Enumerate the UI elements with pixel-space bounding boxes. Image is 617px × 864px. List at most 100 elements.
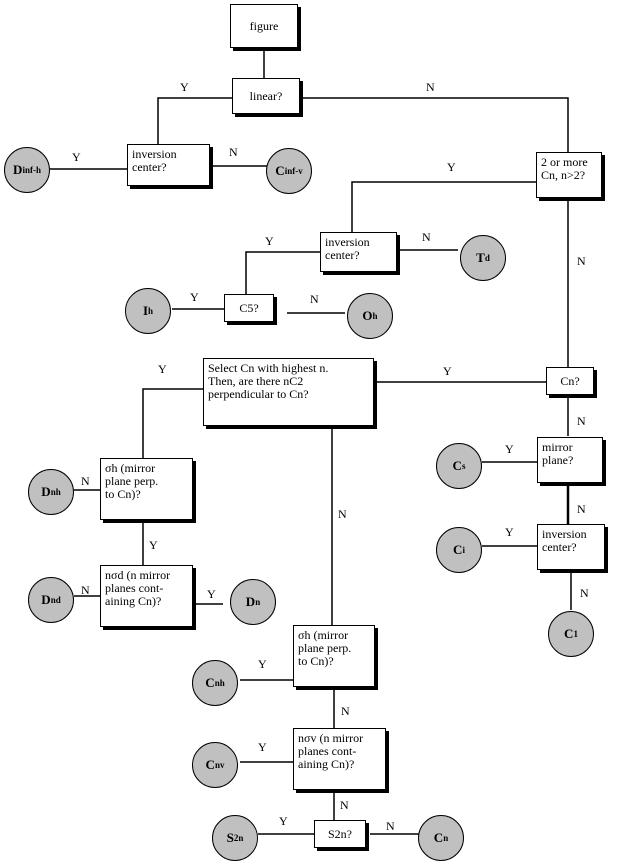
- label-inv1-no: N: [229, 145, 238, 159]
- label-nsigmav-yes: Y: [258, 740, 267, 754]
- group-cn-main: C: [433, 830, 444, 845]
- box-n-sigma-v: nσv (n mirror planes cont- aining Cn)?: [293, 728, 386, 790]
- label-inv2-yes: Y: [265, 234, 274, 248]
- label-cn-yes: Y: [443, 364, 452, 378]
- label-inv2-no: N: [422, 230, 431, 244]
- label-mirror-yes: Y: [505, 442, 514, 456]
- group-cnh-sub: nh: [214, 678, 225, 688]
- label-sigmah1-no: N: [81, 474, 90, 488]
- label-inv1-yes: Y: [72, 150, 81, 164]
- group-s2n-main: S: [226, 830, 234, 845]
- label-twoormore-yes: Y: [447, 160, 456, 174]
- box-two-or-more-cn: 2 or more Cn, n>2?: [536, 152, 602, 198]
- box-inversion-center-3: inversion center?: [537, 524, 605, 570]
- label-sigmah2-yes: Y: [258, 657, 267, 671]
- group-ci-main: C: [453, 542, 463, 557]
- box-two-or-more-cn-text: 2 or more Cn, n>2?: [541, 155, 588, 182]
- box-mirror-plane-text: mirror plane?: [542, 440, 574, 467]
- group-cnh-main: C: [205, 675, 215, 690]
- box-linear: linear?: [232, 78, 300, 114]
- group-dnh-sub: nh: [50, 487, 61, 497]
- label-select-no: N: [338, 507, 347, 521]
- group-dinfh-main: D: [13, 162, 23, 177]
- group-oh-sub: h: [372, 311, 378, 321]
- box-c5: C5?: [224, 294, 274, 322]
- box-sigma-h-1: σh (mirror plane perp. to Cn)?: [100, 458, 193, 520]
- label-s2n-no: N: [386, 819, 395, 833]
- group-dn-sub: n: [255, 597, 261, 607]
- box-n-sigma-v-text: nσv (n mirror planes cont- aining Cn)?: [298, 731, 364, 771]
- label-linear-yes: Y: [180, 80, 189, 94]
- label-sigmah1-yes: Y: [149, 538, 158, 552]
- group-dnd-main: D: [41, 592, 51, 607]
- group-cn-sub: n: [443, 833, 449, 843]
- box-inversion-center-1-text: inversion center?: [132, 147, 177, 174]
- group-cs-sub: s: [461, 461, 466, 471]
- group-cinfv-sub: inf-v: [284, 166, 303, 176]
- box-n-sigma-d-text: nσd (n mirror planes cont- aining Cn)?: [105, 568, 171, 608]
- group-td-main: T: [476, 250, 485, 265]
- group-c1-sub: 1: [573, 629, 578, 639]
- label-linear-no: N: [426, 80, 435, 94]
- box-sigma-h-2-text: σh (mirror plane perp. to Cn)?: [298, 628, 352, 668]
- box-mirror-plane: mirror plane?: [537, 437, 603, 483]
- box-sigma-h-1-text: σh (mirror plane perp. to Cn)?: [105, 461, 159, 501]
- group-dinfh-sub: inf-h: [22, 165, 41, 175]
- box-linear-text: linear?: [249, 88, 283, 103]
- group-oh-main: O: [362, 308, 373, 323]
- group-cs-main: C: [452, 458, 462, 473]
- group-s2n-sub: 2n: [233, 833, 244, 843]
- group-dnd-sub: nd: [50, 595, 61, 605]
- group-dn-main: D: [245, 594, 256, 609]
- label-twoormore-no: N: [577, 254, 586, 268]
- box-n-sigma-d: nσd (n mirror planes cont- aining Cn)?: [100, 565, 193, 627]
- group-td-sub: d: [484, 253, 490, 263]
- label-mirror-no: N: [577, 502, 586, 516]
- label-inv3-yes: Y: [505, 525, 514, 539]
- label-nsigmav-no: N: [340, 798, 349, 812]
- box-inversion-center-1: inversion center?: [127, 144, 210, 186]
- box-select-cn-text: Select Cn with highest n. Then, are ther…: [208, 361, 329, 401]
- label-c5-yes: Y: [190, 290, 199, 304]
- label-c5-no: N: [310, 292, 319, 306]
- box-s2n: S2n?: [314, 820, 366, 848]
- group-cnv-main: C: [205, 757, 215, 772]
- group-ci-sub: i: [462, 545, 465, 555]
- box-select-cn: Select Cn with highest n. Then, are ther…: [203, 358, 374, 426]
- box-figure-text: figure: [249, 18, 279, 33]
- label-select-yes: Y: [158, 362, 167, 376]
- group-ih-main: I: [142, 303, 149, 318]
- label-nsigmad-no: N: [81, 583, 90, 597]
- box-inversion-center-2-text: inversion center?: [325, 235, 370, 262]
- label-sigmah2-no: N: [341, 704, 350, 718]
- box-cn: Cn?: [546, 367, 594, 395]
- group-cinfv-main: C: [275, 163, 285, 178]
- box-figure: figure: [230, 4, 298, 48]
- label-nsigmad-yes: Y: [207, 587, 216, 601]
- label-s2n-yes: Y: [279, 814, 288, 828]
- label-inv3-no: N: [580, 586, 589, 600]
- box-inversion-center-3-text: inversion center?: [542, 527, 587, 554]
- box-s2n-text: S2n?: [328, 826, 352, 841]
- box-inversion-center-2: inversion center?: [320, 232, 397, 272]
- box-sigma-h-2: σh (mirror plane perp. to Cn)?: [293, 625, 375, 687]
- group-c1-main: C: [564, 626, 574, 641]
- box-cn-text: Cn?: [560, 373, 580, 388]
- group-dnh-main: D: [41, 484, 51, 499]
